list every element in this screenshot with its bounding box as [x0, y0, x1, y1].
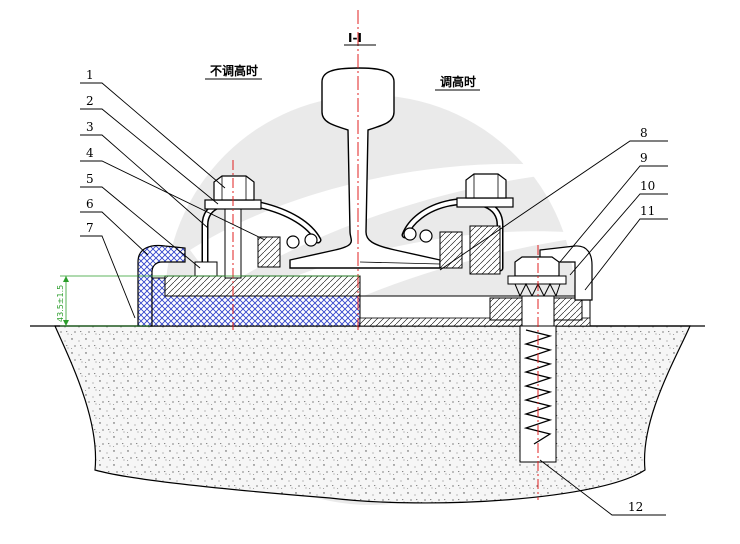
leader-label-9: 9 — [640, 151, 648, 165]
clip-toe-left-b — [304, 233, 318, 247]
washer-right — [456, 197, 514, 208]
leader-label-12: 12 — [628, 500, 643, 514]
leader-label-3: 3 — [86, 120, 94, 134]
insulator-left — [257, 236, 281, 268]
leader-label-8: 8 — [640, 126, 648, 140]
nut-anchor — [514, 256, 560, 277]
clip-toe-left-a — [286, 235, 300, 249]
spacer-left — [194, 261, 218, 277]
caption-right: 调高时 — [440, 74, 476, 89]
rail — [289, 67, 441, 269]
leader-label-7: 7 — [86, 221, 94, 235]
gauge-block-right — [469, 225, 501, 275]
clip-toe-right-a — [403, 227, 417, 241]
dimension-value: 43.5±1.5 — [56, 285, 65, 322]
leader-label-6: 6 — [86, 197, 94, 211]
concrete-sleeper — [54, 325, 691, 504]
section-mark: I-I — [348, 31, 362, 45]
leader-label-1: 1 — [86, 68, 94, 82]
base-pad-right — [359, 317, 591, 327]
leader-label-11: 11 — [640, 204, 655, 218]
leader-lines — [80, 82, 668, 516]
shoulder-left — [137, 244, 186, 327]
leader-label-5: 5 — [86, 172, 94, 186]
leader-label-2: 2 — [86, 94, 94, 108]
caption-left: 不调高时 — [210, 63, 258, 78]
clip-toe-right-b — [419, 229, 433, 243]
base-plate-left — [164, 275, 361, 297]
nut-right — [465, 173, 507, 199]
screw-spike-thread — [523, 329, 553, 445]
leader-label-10: 10 — [640, 179, 655, 193]
nut-left — [213, 175, 255, 201]
rail-base-line — [359, 261, 441, 265]
washer-anchor — [507, 275, 567, 285]
leader-label-4: 4 — [86, 146, 94, 160]
height-dimension: 43.5±1.5 — [56, 275, 360, 327]
